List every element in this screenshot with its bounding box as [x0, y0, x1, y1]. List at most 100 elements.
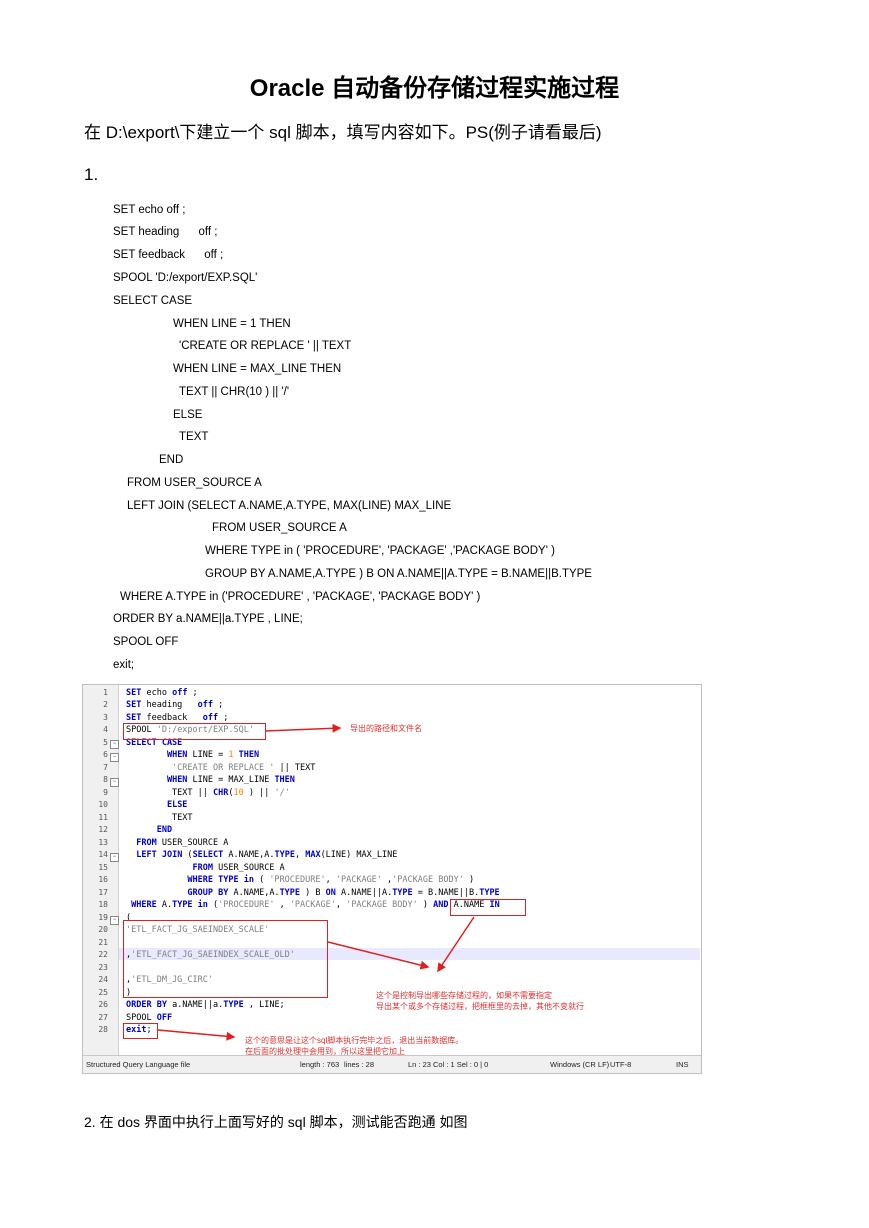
editor-line: SET echo off ; [126, 688, 198, 698]
editor-line: GROUP BY A.NAME,A.TYPE ) B ON A.NAME||A.… [187, 888, 500, 898]
editor-line: END [156, 825, 173, 835]
editor-line: WHEN LINE = 1 THEN [166, 750, 260, 760]
code-line: SELECT CASE [113, 295, 193, 307]
editor-line: SET feedback off ; [126, 713, 229, 723]
code-line: GROUP BY A.NAME,A.TYPE ) B ON A.NAME||A.… [205, 568, 592, 580]
code-line: WHEN LINE = MAX_LINE THEN [173, 363, 342, 375]
line-number: 1 [103, 688, 108, 697]
line-number: 2 [103, 700, 108, 709]
editor-line: FROM USER_SOURCE A [136, 838, 229, 848]
editor-line: WHERE A.TYPE in ('PROCEDURE' , 'PACKAGE'… [131, 900, 500, 910]
status-length: length : 763 [300, 1060, 340, 1069]
exit-note-line1: 这个的意思是让这个sql脚本执行完毕之后，退出当前数据库。 [245, 1036, 464, 1045]
editor-line: TEXT [126, 813, 193, 823]
editor-line: ,'ETL_DM_JG_CIRC' [126, 975, 214, 985]
procedure-list-highlight-box [123, 920, 328, 998]
code-line: WHERE A.TYPE in ('PROCEDURE' , 'PACKAGE'… [120, 591, 481, 603]
line-number: 15 [98, 863, 108, 872]
code-line: SET echo off ; [113, 204, 186, 216]
editor-line: SPOOL OFF [126, 1013, 173, 1023]
code-line: TEXT [179, 431, 209, 443]
editor-line: 'CREATE OR REPLACE ' || TEXT [172, 763, 316, 773]
editor-line: ELSE [166, 800, 188, 810]
line-number: 26 [98, 1000, 108, 1009]
fold-marker-icon[interactable]: − [110, 753, 119, 762]
step-1-label: 1. [84, 165, 99, 184]
line-number: 23 [98, 963, 108, 972]
code-line: 'CREATE OR REPLACE ' || TEXT [179, 340, 352, 352]
line-number: 4 [103, 725, 108, 734]
editor-line: ,'ETL_FACT_JG_SAEINDEX_SCALE_OLD' [126, 950, 295, 960]
line-number: 16 [98, 875, 108, 884]
line-number: 27 [98, 1013, 108, 1022]
editor-screenshot: 1 2 3 4 5 6 7 8 9 10 11 12 13 14 15 16 1… [82, 684, 702, 1074]
code-line: ORDER BY a.NAME||a.TYPE , LINE; [113, 613, 303, 625]
line-number: 24 [98, 975, 108, 984]
line-number: 21 [98, 938, 108, 947]
code-line: SPOOL OFF [113, 636, 179, 648]
editor-line: FROM USER_SOURCE A [192, 863, 285, 873]
fold-marker-icon[interactable]: − [110, 853, 119, 862]
fold-marker-icon[interactable]: − [110, 778, 119, 787]
code-line: SET feedback off ; [113, 249, 224, 261]
code-line: FROM USER_SOURCE A [212, 522, 347, 534]
annotation-arrows [157, 723, 475, 1041]
code-line: SET heading off ; [113, 226, 218, 238]
editor-line: TEXT || CHR(10 ) || '/' [126, 788, 290, 798]
editor-line: SELECT CASE [126, 738, 183, 748]
status-lines: lines : 28 [344, 1060, 375, 1069]
editor-line: ( [126, 913, 132, 923]
editor-line: SET heading off ; [126, 700, 224, 710]
and-in-highlight-box [450, 899, 526, 916]
line-number: 19 [98, 913, 108, 922]
line-number: 11 [98, 813, 108, 822]
code-line: SPOOL 'D:/export/EXP.SQL' [113, 272, 258, 284]
step-2-paragraph: 2. 在 dos 界面中执行上面写好的 sql 脚本，测试能否跑通 如图 [84, 1114, 468, 1130]
line-number: 28 [98, 1025, 108, 1034]
line-number: 14 [98, 850, 108, 859]
editor-line: ORDER BY a.NAME||a.TYPE , LINE; [126, 1000, 285, 1010]
line-number: 17 [98, 888, 108, 897]
line-number: 13 [98, 838, 108, 847]
editor-line: SPOOL 'D:/export/EXP.SQL' [126, 725, 254, 735]
code-line: LEFT JOIN (SELECT A.NAME,A.TYPE, MAX(LIN… [127, 500, 452, 512]
exit-note-line2: 在后面的批处理中会用到，所以这里把它加上 [245, 1047, 405, 1056]
code-line: WHERE TYPE in ( 'PROCEDURE', 'PACKAGE' ,… [205, 545, 555, 557]
code-line: END [159, 454, 184, 466]
intro-paragraph: 在 D:\export\下建立一个 sql 脚本，填写内容如下。PS(例子请看最… [84, 123, 602, 142]
page-title: Oracle 自动备份存储过程实施过程 [249, 75, 620, 102]
code-line: ELSE [173, 409, 203, 421]
status-file-type: Structured Query Language file [86, 1060, 191, 1069]
line-number: 9 [103, 788, 108, 797]
status-bar: Structured Query Language file length : … [82, 1055, 702, 1074]
line-number: 25 [98, 988, 108, 997]
code-line: FROM USER_SOURCE A [127, 477, 262, 489]
screenshot-border [82, 684, 702, 1074]
line-number: 12 [98, 825, 108, 834]
spool-note: 导出的路径和文件名 [350, 724, 422, 733]
editor-line: WHEN LINE = MAX_LINE THEN [166, 775, 295, 785]
fold-marker-icon[interactable]: − [110, 740, 119, 749]
filter-note-line2: 导出某个或多个存储过程，把框框里的去掉，其他不变就行 [376, 1002, 584, 1011]
line-number: 18 [98, 900, 108, 909]
current-line-highlight [119, 948, 700, 960]
status-encoding: UTF-8 [610, 1060, 632, 1069]
status-mode: INS [676, 1060, 689, 1069]
code-line: TEXT || CHR(10 ) || '/' [179, 386, 290, 398]
editor-line: 'ETL_FACT_JG_SAEINDEX_SCALE' [126, 925, 270, 935]
line-number: 22 [98, 950, 108, 959]
line-number: 3 [103, 713, 108, 722]
editor-line: WHERE TYPE in ( 'PROCEDURE', 'PACKAGE' ,… [187, 875, 475, 885]
line-number: 8 [103, 775, 108, 784]
line-number: 6 [103, 750, 108, 759]
code-line: exit; [113, 659, 135, 671]
editor-line: ) [126, 988, 132, 998]
line-number: 10 [98, 800, 108, 809]
line-number: 20 [98, 925, 108, 934]
editor-line: exit; [126, 1025, 152, 1035]
exit-highlight-box [123, 1023, 158, 1039]
editor-line: LEFT JOIN (SELECT A.NAME,A.TYPE, MAX(LIN… [136, 850, 398, 860]
fold-marker-icon[interactable]: − [110, 916, 119, 925]
status-eol: Windows (CR LF) [550, 1060, 610, 1069]
line-number: 5 [103, 738, 108, 747]
